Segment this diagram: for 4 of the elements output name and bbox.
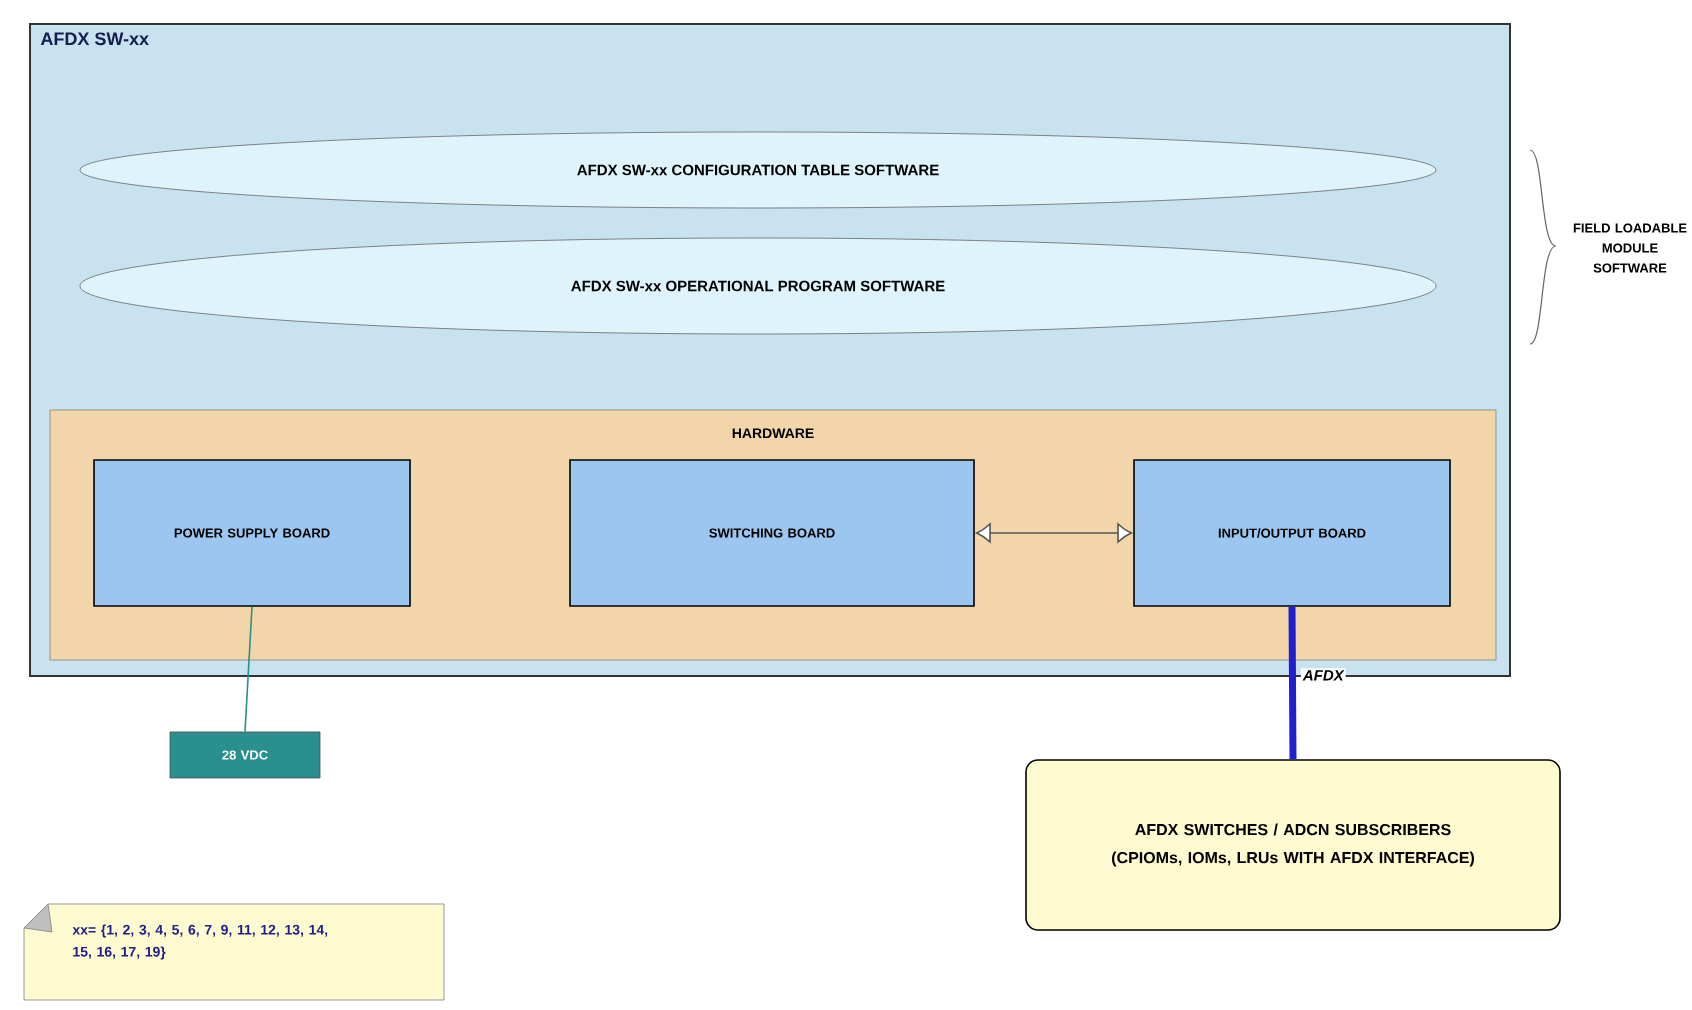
connector <box>1288 606 1297 760</box>
connector <box>975 523 1133 543</box>
connector <box>244 606 253 733</box>
subscriber-box: AFDX SWITCHES / ADCN SUBSCRIBERS (CPIOMs, IOMs, LRUs WITH AFDX INTERFACE) <box>1025 759 1561 931</box>
